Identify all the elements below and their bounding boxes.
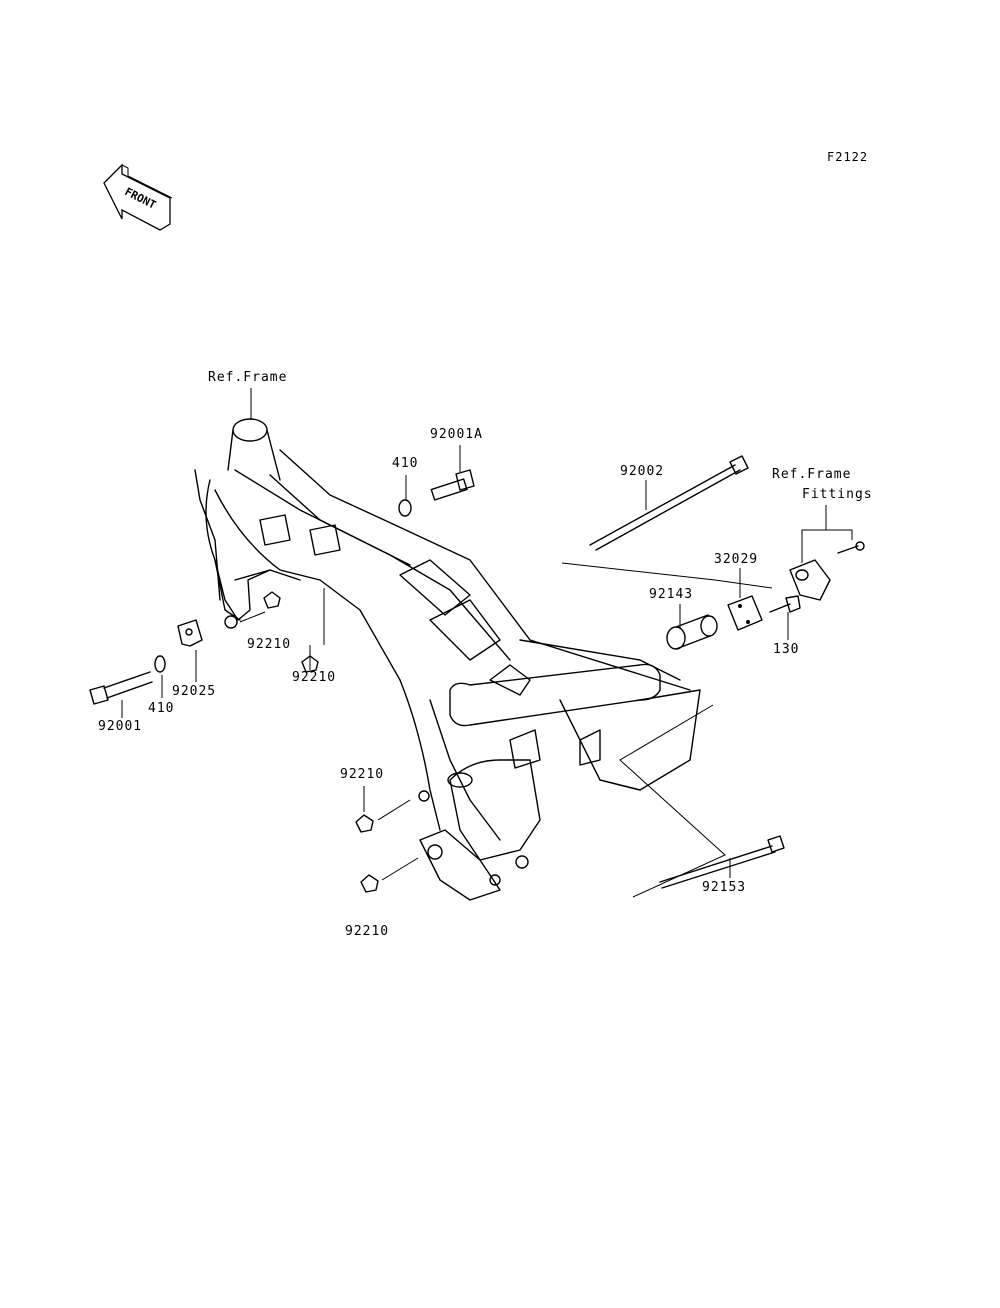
bracket-32029: [727, 595, 763, 631]
bolt-130: [769, 595, 801, 613]
nut-92210-b: [301, 655, 319, 673]
label-130: 130: [773, 642, 800, 657]
label-32029: 32029: [714, 552, 759, 567]
label-ref-frame: Ref.Frame: [208, 370, 288, 385]
motorcycle-frame: [194, 418, 701, 901]
collar-92143: [666, 614, 718, 650]
label-ref-frame-fittings-1: Ref.Frame: [772, 467, 852, 482]
washer-410-top: [398, 499, 412, 517]
nut-92210-c: [355, 814, 374, 833]
label-410-left: 410: [148, 701, 175, 716]
bolt-92001: [89, 671, 153, 705]
label-410-top: 410: [392, 456, 419, 471]
label-92210-c: 92210: [340, 767, 385, 782]
front-arrow-icon: FRONT: [103, 163, 173, 231]
leader-lines: [121, 388, 853, 898]
label-92210-a: 92210: [247, 637, 292, 652]
figure-code: F2122: [827, 150, 869, 164]
label-92001A: 92001A: [430, 427, 483, 442]
label-92002: 92002: [620, 464, 665, 479]
nut-92210-d: [360, 874, 379, 893]
label-92210-b: 92210: [292, 670, 337, 685]
label-92210-d: 92210: [345, 924, 390, 939]
label-92143: 92143: [649, 587, 694, 602]
washer-410-left: [154, 655, 166, 673]
nut-92210-a: [263, 591, 281, 609]
label-92025: 92025: [172, 684, 217, 699]
bolt-92002: [589, 455, 749, 551]
label-92001: 92001: [98, 719, 143, 734]
plate-92025: [177, 619, 203, 647]
bolt-92001A: [430, 469, 475, 501]
label-92153: 92153: [702, 880, 747, 895]
label-ref-frame-fittings-2: Fittings: [802, 487, 873, 502]
fitting-bracket: [789, 541, 865, 601]
